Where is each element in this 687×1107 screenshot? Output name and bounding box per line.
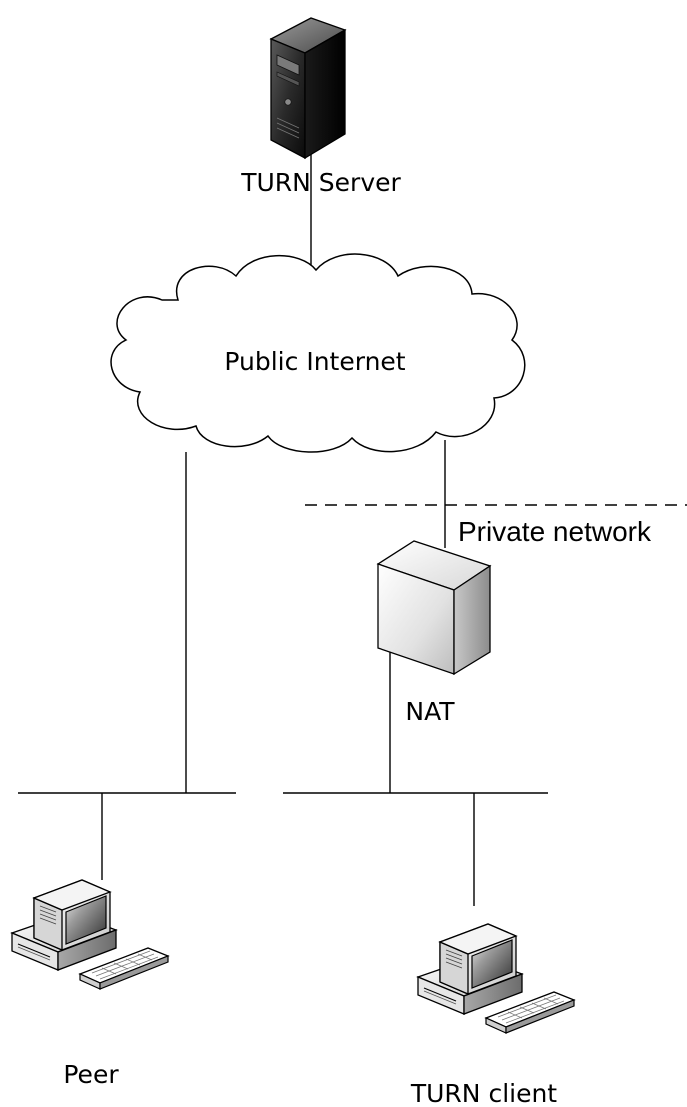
turn-server-label: TURN Server xyxy=(240,168,401,197)
desktop-computer-icon xyxy=(417,923,575,1034)
nat-box-icon xyxy=(376,540,492,676)
server-tower-icon xyxy=(269,17,347,160)
peer-label: Peer xyxy=(63,1060,119,1089)
peer-computer xyxy=(11,879,169,990)
nat-label: NAT xyxy=(405,697,455,726)
turn-client-computer xyxy=(417,923,575,1034)
cloud-icon xyxy=(110,253,526,453)
turn-client-label: TURN client xyxy=(410,1079,557,1107)
private-network-label: Private network xyxy=(458,516,652,547)
desktop-computer-icon xyxy=(11,879,169,990)
public-internet-label: Public Internet xyxy=(224,347,405,376)
